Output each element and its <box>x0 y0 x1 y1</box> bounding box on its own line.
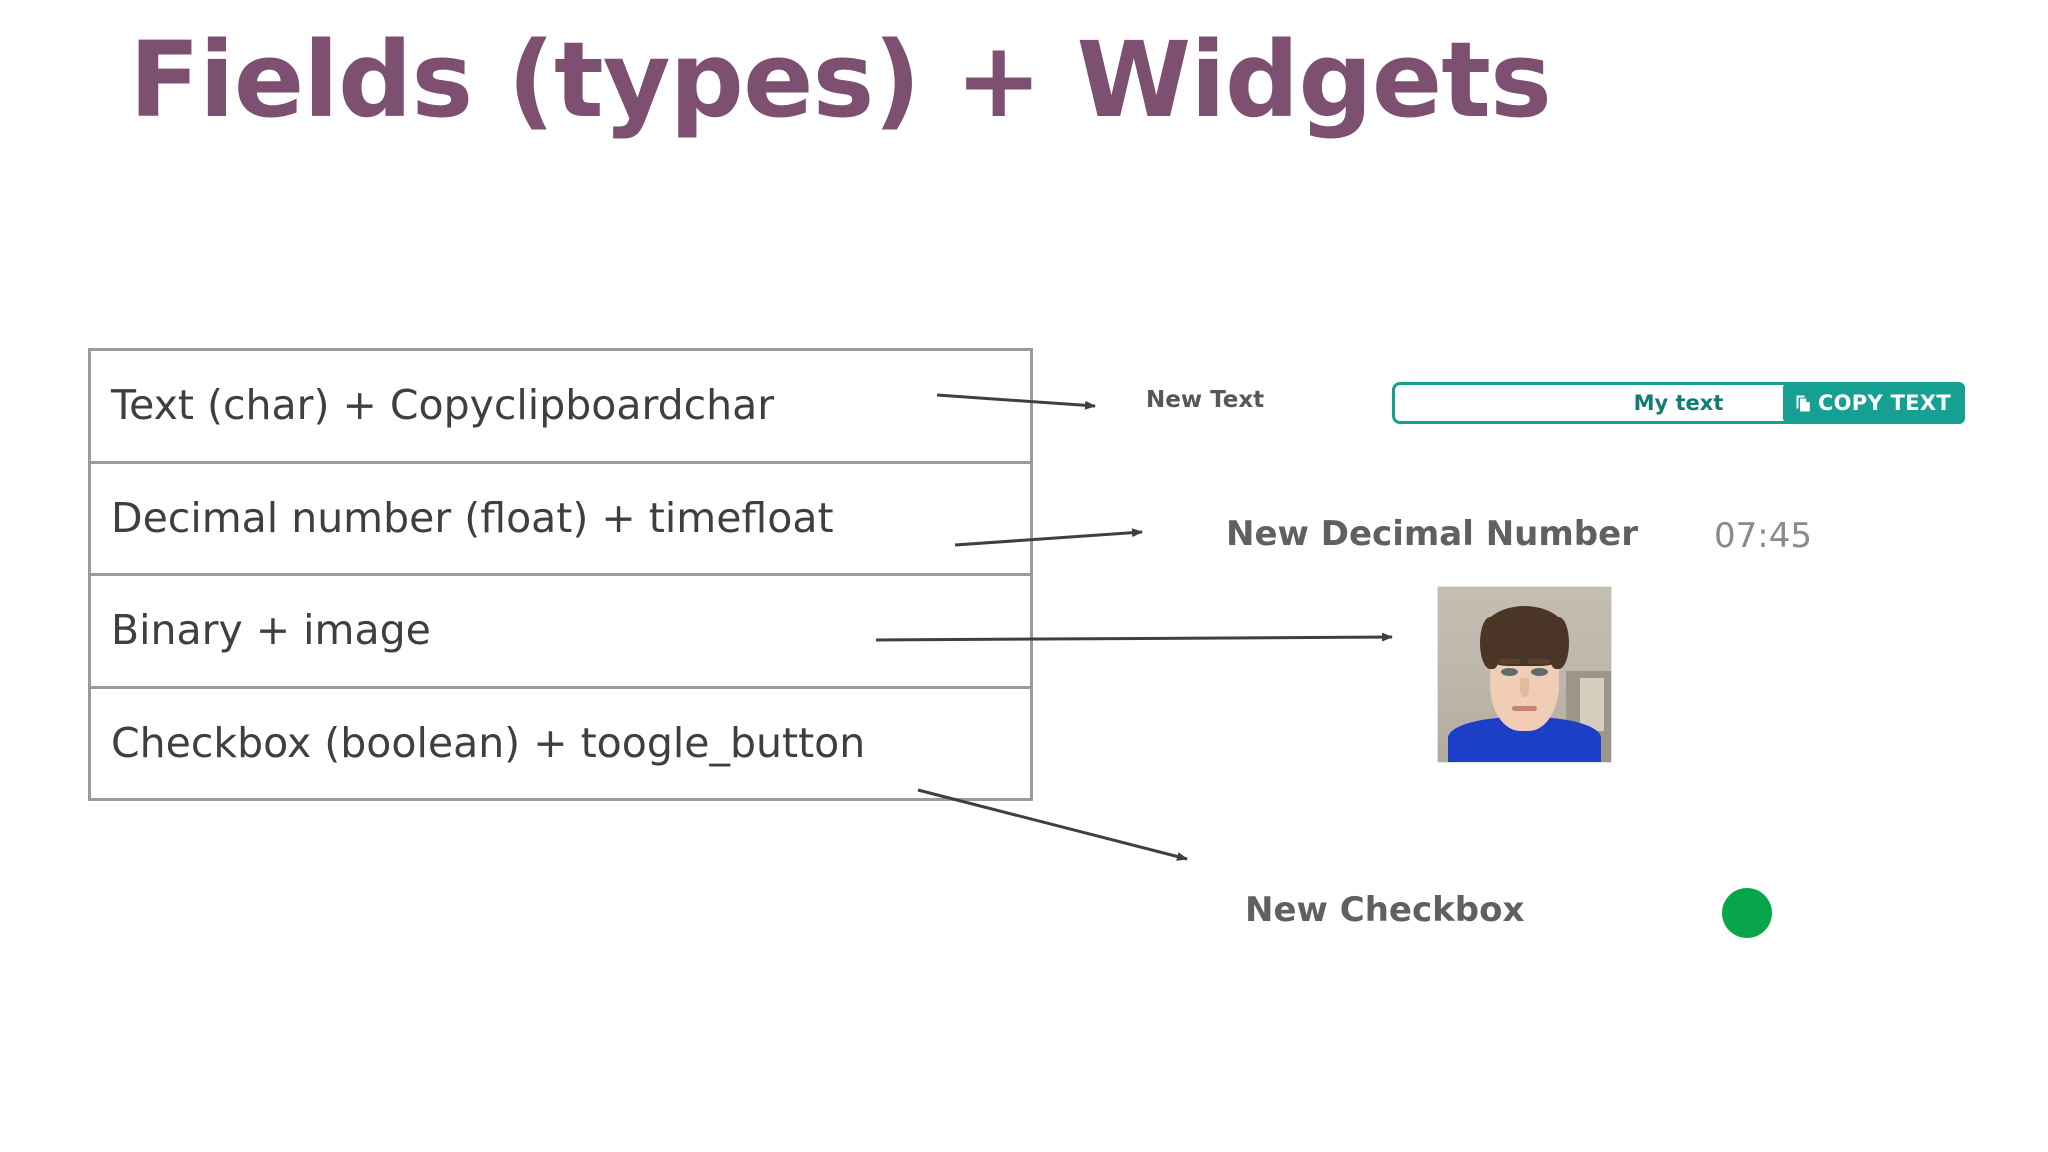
table-row: Text (char) + Copyclipboardchar <box>91 351 1030 464</box>
table-cell-type-boolean: Checkbox (boolean) + toogle_button <box>111 718 866 767</box>
checkbox-toggle-button[interactable] <box>1722 888 1772 938</box>
table-cell-type-binary: Binary + image <box>111 606 431 655</box>
photo-wall-panel <box>1579 678 1605 731</box>
copy-text-button-label: COPY TEXT <box>1817 391 1951 415</box>
table-row: Binary + image <box>91 576 1030 689</box>
decimal-number-time-value[interactable]: 07:45 <box>1714 516 1812 556</box>
table-row: Checkbox (boolean) + toogle_button <box>91 688 1030 798</box>
new-text-label: New Text <box>1146 387 1265 413</box>
new-decimal-number-label: New Decimal Number <box>1226 514 1638 554</box>
table-row: Decimal number (float) + timefloat <box>91 463 1030 576</box>
photo-hair-left <box>1479 616 1501 670</box>
char-copyclipboard-widget: COPY TEXT <box>1392 382 1965 424</box>
photo-eyebrow-left <box>1498 658 1522 665</box>
copy-clipboard-icon <box>1795 394 1812 413</box>
photo-eyebrow-right <box>1527 658 1551 665</box>
field-types-table: Text (char) + Copyclipboardchar Decimal … <box>88 348 1033 801</box>
table-cell-type-text: Text (char) + Copyclipboardchar <box>111 381 775 430</box>
photo-eye-right <box>1530 667 1548 676</box>
table-cell-type-float: Decimal number (float) + timefloat <box>111 493 834 542</box>
photo-hair-right <box>1548 616 1570 670</box>
photo-nose <box>1520 678 1529 698</box>
copy-text-button[interactable]: COPY TEXT <box>1782 382 1965 424</box>
new-checkbox-label: New Checkbox <box>1245 890 1525 930</box>
binary-image-widget[interactable] <box>1437 586 1612 763</box>
page-title: Fields (types) + Widgets <box>129 19 1552 141</box>
photo-eye-left <box>1501 667 1519 676</box>
photo-mouth <box>1512 706 1537 711</box>
